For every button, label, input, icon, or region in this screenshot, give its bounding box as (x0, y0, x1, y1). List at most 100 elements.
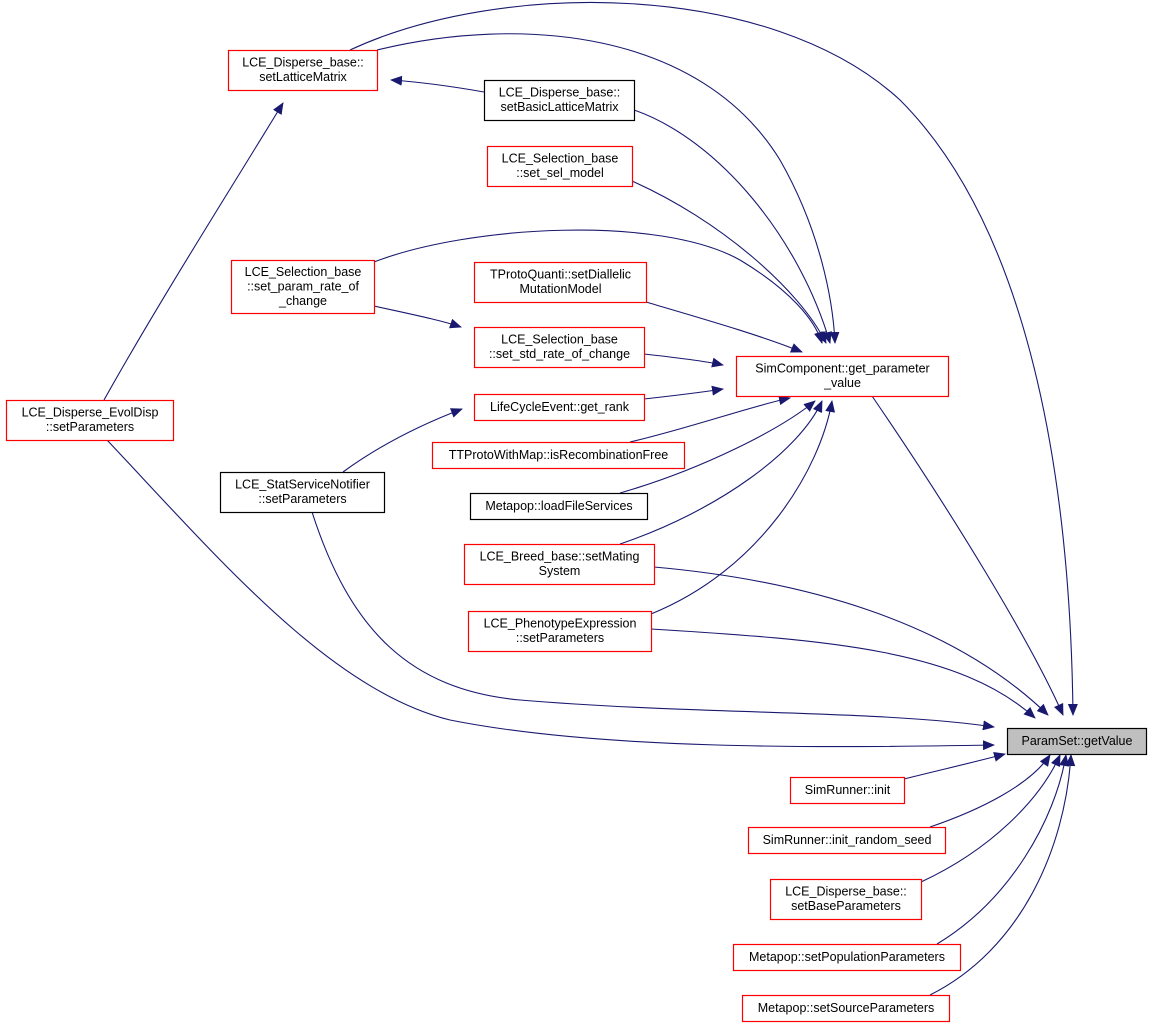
call-edge-lce-disperse-setlatticematrix-to-simcomponent-get-parameter-value (376, 33, 840, 344)
call-edge-lce-statservicenotifier-setparameters-to-paramset-getvalue (311, 511, 995, 731)
call-edge-lce-phenotypeexpression-setparameters-to-simcomponent-get-parameter-value (650, 400, 836, 615)
edge-layer (103, 1, 1078, 996)
node-box (732, 943, 962, 972)
node-label: LCE_Disperse_EvolDisp (22, 406, 159, 420)
node-box (5, 399, 175, 442)
node-label: LifeCycleEvent::get_rank (490, 400, 630, 414)
node-label: ::setParameters (516, 631, 604, 645)
node-box (789, 776, 906, 805)
node-label: _change (278, 294, 327, 308)
node-lce-selection-set-std-rate[interactable]: LCE_Selection_base::set_std_rate_of_chan… (473, 326, 646, 369)
node-label: ::set_param_rate_of (247, 279, 359, 293)
node-label: ParamSet::getValue (1022, 734, 1133, 748)
node-label: ::setParameters (258, 492, 346, 506)
node-simrunner-init[interactable]: SimRunner::init (789, 776, 906, 805)
node-label: Metapop::setPopulationParameters (749, 950, 945, 964)
call-edge-lce-statservicenotifier-setparameters-to-lifecycleevent-get-rank (342, 408, 463, 473)
call-edge-metapop-setsourceparameters-to-paramset-getvalue (929, 754, 1076, 996)
node-label: Metapop::setSourceParameters (758, 1001, 934, 1015)
node-box (219, 471, 386, 514)
call-edge-tprotoquanti-setdiallelic-to-simcomponent-get-parameter-value (645, 301, 803, 353)
node-label: LCE_Breed_base::setMating (480, 550, 640, 564)
node-metapop-setpopulationparameters[interactable]: Metapop::setPopulationParameters (732, 943, 962, 972)
node-label: SimComponent::get_parameter (755, 362, 929, 376)
call-edge-simrunner-init-random-seed-to-paramset-getvalue (929, 754, 1051, 828)
node-label: LCE_Disperse_base:: (242, 56, 364, 70)
node-box (230, 259, 376, 315)
node-box (735, 355, 950, 398)
node-box (463, 543, 656, 586)
node-lce-disperse-setlatticematrix[interactable]: LCE_Disperse_base::setLatticeMatrix (227, 49, 379, 92)
node-label: LCE_Disperse_base:: (499, 86, 621, 100)
node-box (467, 610, 653, 653)
node-box (1006, 727, 1148, 756)
node-label: ::setParameters (46, 420, 134, 434)
node-label: ::set_sel_model (516, 166, 604, 180)
node-box (769, 878, 923, 921)
node-label: TProtoQuanti::setDiallelic (490, 268, 631, 282)
node-ttprotowithmap-isrecombinationfree[interactable]: TTProtoWithMap::isRecombinationFree (431, 441, 686, 470)
node-box (741, 994, 951, 1023)
node-box (473, 393, 646, 422)
node-simrunner-init-random-seed[interactable]: SimRunner::init_random_seed (747, 826, 947, 855)
call-edge-metapop-loadfileservices-to-simcomponent-get-parameter-value (619, 400, 816, 494)
node-label: System (539, 564, 581, 578)
node-label: setBasicLatticeMatrix (500, 100, 619, 114)
call-edge-lce-disperse-setbasiclatticematrix-to-simcomponent-get-parameter-value (633, 109, 832, 344)
node-lce-disperse-evoldisp-setparameters[interactable]: LCE_Disperse_EvolDisp::setParameters (5, 399, 175, 442)
node-label: LCE_StatServiceNotifier (235, 478, 370, 492)
node-box (483, 79, 636, 122)
node-lce-phenotypeexpression-setparameters[interactable]: LCE_PhenotypeExpression::setParameters (467, 610, 653, 653)
node-box (486, 145, 634, 188)
node-label: setLatticeMatrix (259, 70, 347, 84)
node-lifecycleevent-get-rank[interactable]: LifeCycleEvent::get_rank (473, 393, 646, 422)
call-edge-lce-breed-setmatingsystem-to-paramset-getvalue (653, 566, 1049, 716)
node-label: LCE_Disperse_base:: (785, 885, 907, 899)
call-edge-metapop-setpopulationparameters-to-paramset-getvalue (936, 754, 1070, 945)
call-edge-lce-selection-set-param-rate-to-simcomponent-get-parameter-value (373, 229, 824, 344)
node-label: MutationModel (520, 282, 602, 296)
node-label: LCE_Selection_base (501, 333, 618, 347)
call-edge-lifecycleevent-get-rank-to-simcomponent-get-parameter-value (643, 385, 724, 400)
call-edge-lce-disperse-evoldisp-setparameters-to-lce-disperse-setlatticematrix (103, 102, 284, 401)
node-box (473, 326, 646, 369)
node-label: LCE_PhenotypeExpression (484, 617, 637, 631)
node-metapop-loadfileservices[interactable]: Metapop::loadFileServices (469, 492, 649, 521)
node-simcomponent-get-parameter-value[interactable]: SimComponent::get_parameter_value (735, 355, 950, 398)
call-edge-lce-disperse-setbaseparameters-to-paramset-getvalue (920, 754, 1061, 883)
node-label: ::set_std_rate_of_change (489, 347, 630, 361)
node-box (227, 49, 379, 92)
node-lce-selection-set-param-rate[interactable]: LCE_Selection_base::set_param_rate_of_ch… (230, 259, 376, 315)
node-lce-disperse-setbaseparameters[interactable]: LCE_Disperse_base::setBaseParameters (769, 878, 923, 921)
node-label: _value (823, 376, 861, 390)
call-edge-lce-phenotypeexpression-setparameters-to-paramset-getvalue (650, 628, 1036, 719)
call-edge-lce-disperse-evoldisp-setparameters-to-paramset-getvalue (106, 439, 995, 751)
call-edge-simcomponent-get-parameter-value-to-paramset-getvalue (871, 395, 1064, 716)
call-edge-lce-disperse-setbasiclatticematrix-to-lce-disperse-setlatticematrix (390, 75, 485, 93)
node-label: LCE_Selection_base (245, 265, 362, 279)
node-label: TTProtoWithMap::isRecombinationFree (449, 448, 669, 462)
node-label: setBaseParameters (791, 899, 901, 913)
call-edge-lce-disperse-setlatticematrix-to-paramset-getvalue (349, 1, 1078, 716)
call-edge-lce-selection-set-sel-model-to-simcomponent-get-parameter-value (631, 180, 827, 344)
node-label: Metapop::loadFileServices (485, 499, 632, 513)
node-label: SimRunner::init_random_seed (763, 833, 932, 847)
node-metapop-setsourceparameters[interactable]: Metapop::setSourceParameters (741, 994, 951, 1023)
node-box (431, 441, 686, 470)
node-label: SimRunner::init (805, 783, 891, 797)
node-box (747, 826, 947, 855)
node-layer: ParamSet::getValueLCE_Disperse_base::set… (5, 49, 1148, 1023)
call-edge-lce-breed-setmatingsystem-to-simcomponent-get-parameter-value (619, 400, 823, 545)
node-box (473, 261, 648, 304)
node-paramset-getvalue[interactable]: ParamSet::getValue (1006, 727, 1148, 756)
node-lce-statservicenotifier-setparameters[interactable]: LCE_StatServiceNotifier::setParameters (219, 471, 386, 514)
call-edge-ttprotowithmap-isrecombinationfree-to-simcomponent-get-parameter-value (629, 395, 791, 443)
call-edge-simrunner-init-to-paramset-getvalue (903, 752, 1006, 780)
node-box (469, 492, 649, 521)
node-lce-disperse-setbasiclatticematrix[interactable]: LCE_Disperse_base::setBasicLatticeMatrix (483, 79, 636, 122)
call-edge-lce-selection-set-std-rate-to-simcomponent-get-parameter-value (643, 353, 724, 368)
node-lce-selection-set-sel-model[interactable]: LCE_Selection_base::set_sel_model (486, 145, 634, 188)
